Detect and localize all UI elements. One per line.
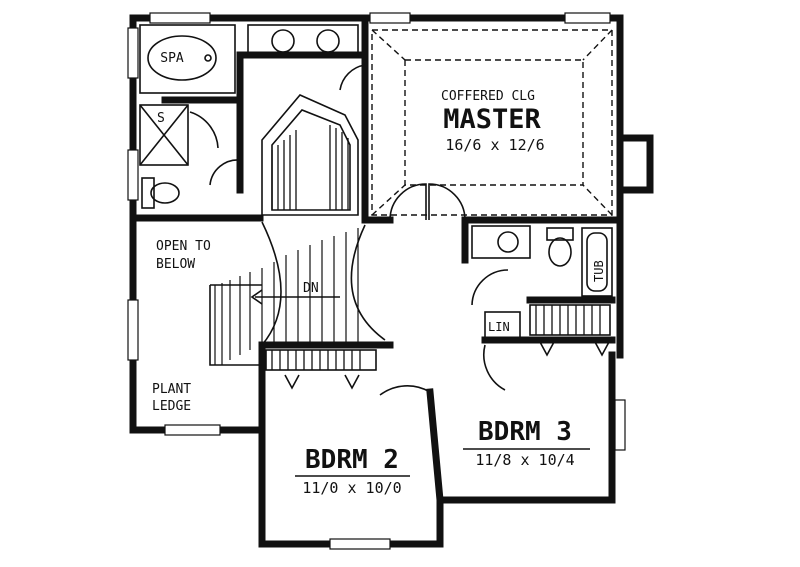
spa-label: SPA [160, 51, 184, 66]
master-ceiling-note: COFFERED CLG [441, 89, 535, 104]
linen-label: LIN [488, 320, 510, 334]
master-bedroom: COFFERED CLG MASTER 16/6 x 12/6 [371, 29, 613, 221]
master-room-size: 16/6 x 12/6 [445, 136, 544, 154]
bdrm3-room-size: 11/8 x 10/4 [475, 451, 574, 469]
stair: DN [209, 221, 386, 366]
bdrm3-room-name: BDRM 3 [478, 417, 572, 447]
bedroom-3: BDRM 3 11/8 x 10/4 [463, 304, 611, 469]
open-to-below-line1: OPEN TO [156, 239, 211, 254]
walk-in-closet [261, 64, 366, 216]
shower-label: S [157, 111, 165, 126]
master-room-name: MASTER [443, 104, 541, 135]
plant-ledge-line2: LEDGE [152, 399, 191, 414]
bdrm2-room-size: 11/0 x 10/0 [302, 479, 401, 497]
plant-ledge: PLANT LEDGE [152, 382, 191, 414]
open-to-below-line2: BELOW [156, 257, 195, 272]
plant-ledge-line1: PLANT [152, 382, 191, 397]
master-bath: SPA S [139, 24, 359, 209]
linen-closet: LIN [484, 311, 521, 339]
stair-down-label: DN [303, 281, 319, 296]
interior-walls [129, 14, 624, 504]
bdrm2-room-name: BDRM 2 [305, 445, 399, 475]
bedroom-2: BDRM 2 11/0 x 10/0 [265, 349, 431, 497]
exterior-walls [127, 12, 654, 550]
hall-bath: TUB [471, 225, 613, 306]
open-to-below: OPEN TO BELOW [156, 239, 211, 272]
tub-label: TUB [592, 260, 606, 282]
